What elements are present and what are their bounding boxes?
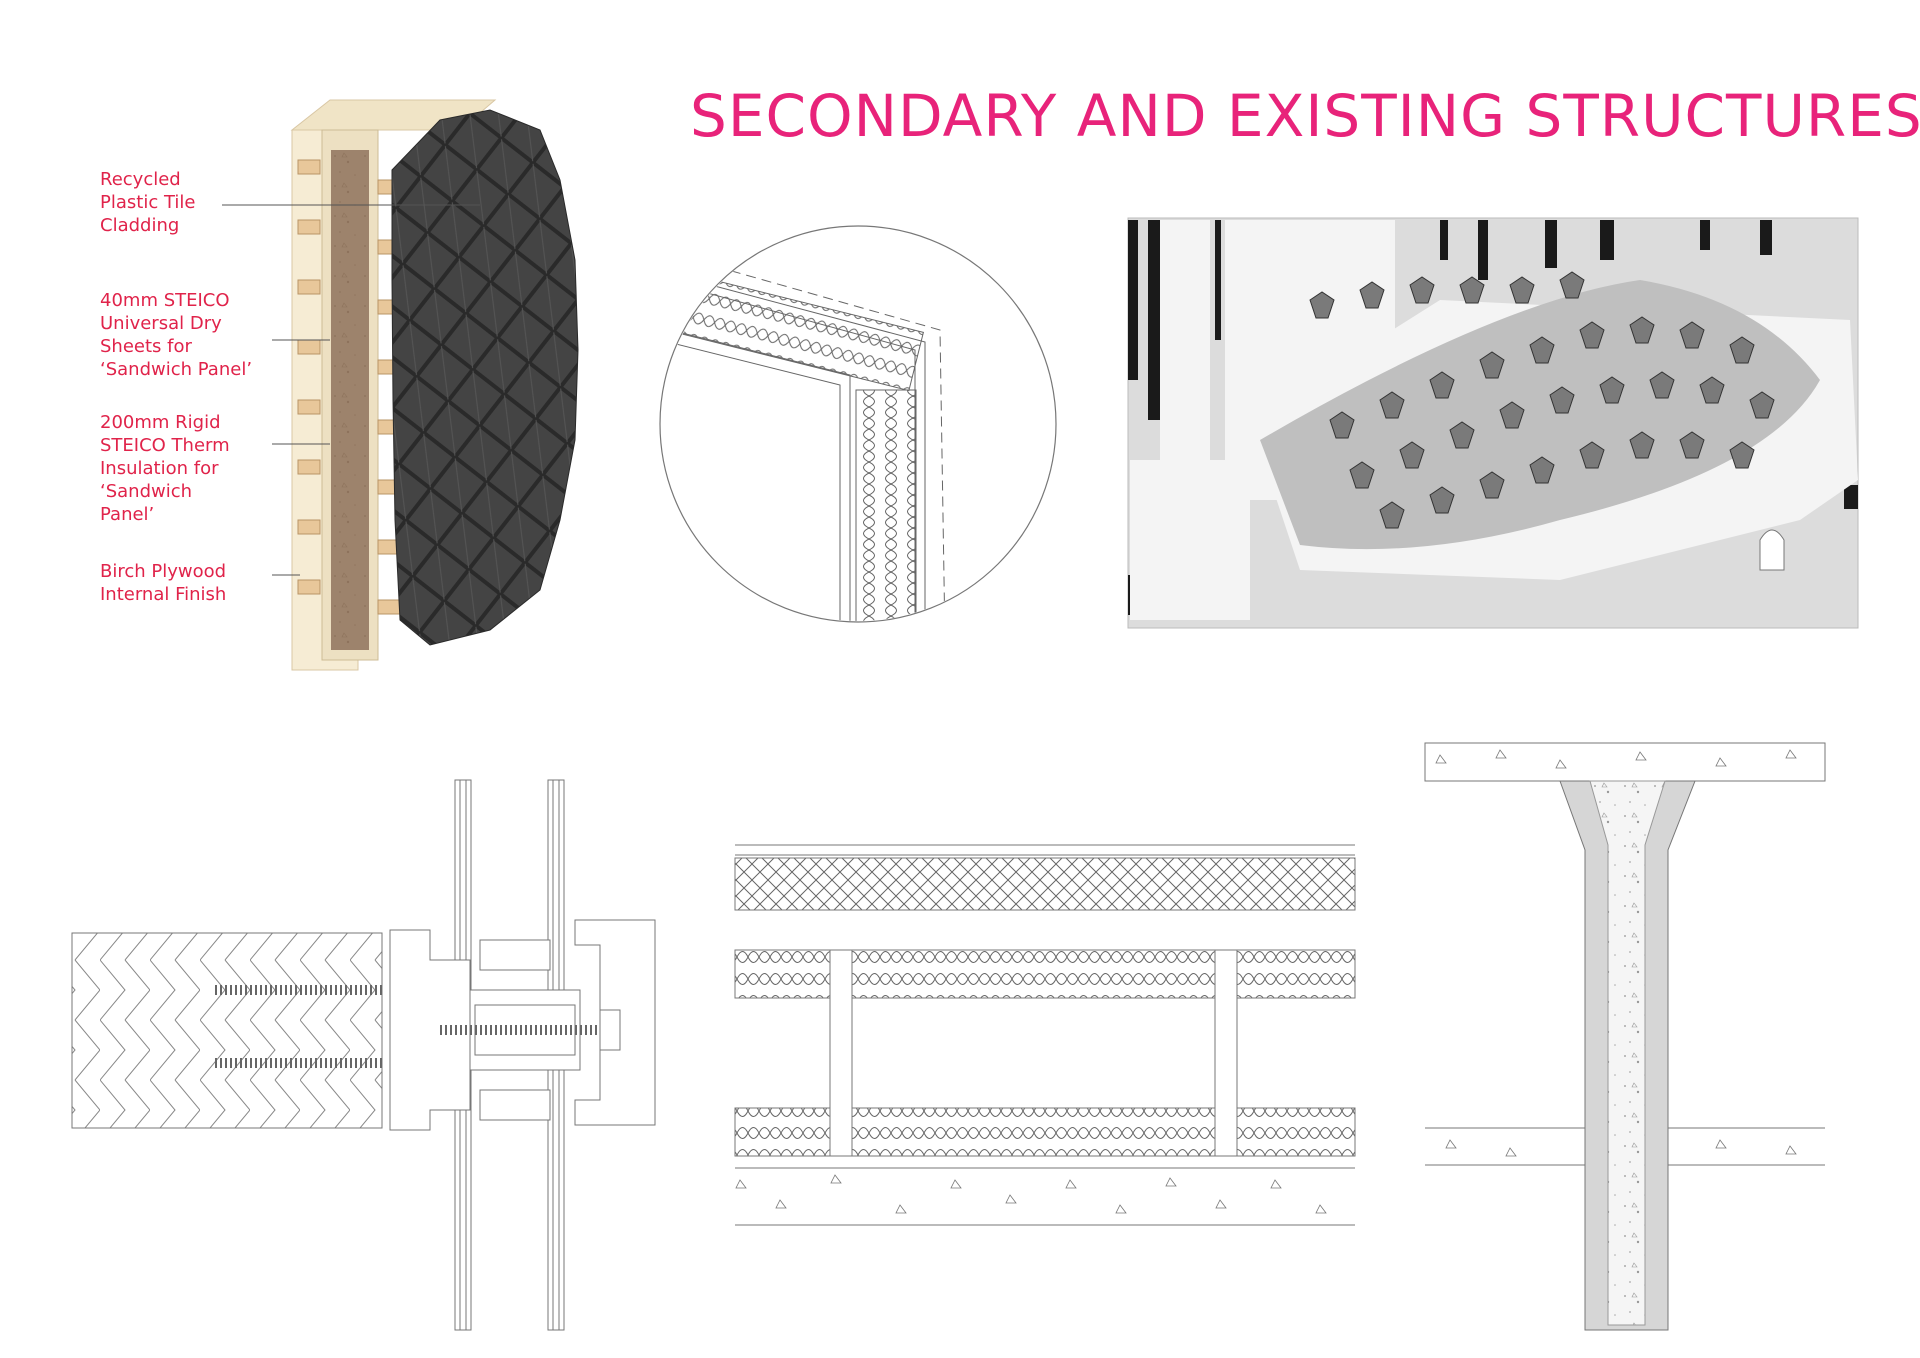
corner-detail-circle — [659, 225, 1057, 623]
column-section — [1424, 742, 1826, 1331]
structure-render — [1127, 217, 1859, 629]
label-dry-sheets: 40mm STEICO Universal Dry Sheets for ‘Sa… — [100, 290, 253, 380]
window-frame-detail — [71, 779, 656, 1331]
wall-section-axonometric — [290, 99, 579, 671]
floor-panel-section — [734, 844, 1356, 1226]
label-leaders — [222, 204, 480, 576]
label-rigid-insulation: 200mm Rigid STEICO Therm Insulation for … — [100, 412, 230, 525]
label-tile-cladding: Recycled Plastic Tile Cladding — [100, 169, 196, 236]
label-plywood-finish: Birch Plywood Internal Finish — [100, 561, 227, 605]
page-title: SECONDARY AND EXISTING STRUCTURES — [690, 82, 1920, 150]
